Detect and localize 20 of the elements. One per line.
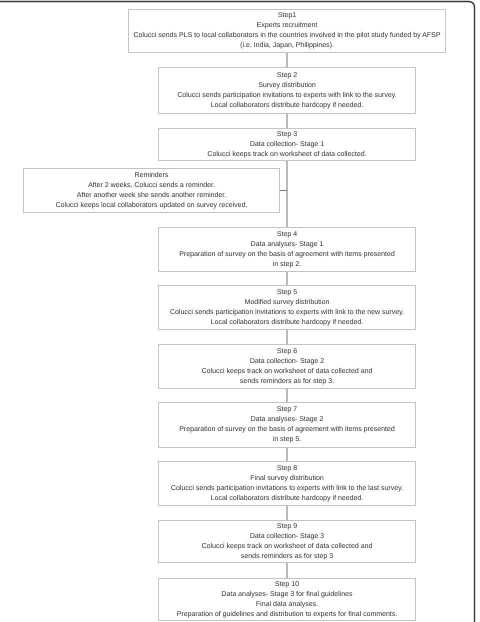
process-box (158, 402, 416, 448)
process-box (158, 520, 416, 563)
process-box (158, 128, 416, 161)
connector-line (286, 272, 288, 286)
process-box (158, 461, 416, 506)
process-box (128, 9, 446, 53)
connector-line (286, 448, 288, 462)
process-box (158, 344, 416, 389)
connector-line (286, 506, 288, 520)
connector-line (286, 562, 288, 578)
connector-line (286, 114, 288, 128)
connector-line (286, 160, 288, 228)
note-box (23, 168, 280, 213)
process-box (158, 285, 416, 330)
process-box (158, 67, 416, 114)
connector-line (286, 330, 288, 344)
connector-line (286, 388, 288, 402)
process-box (158, 227, 416, 272)
process-box (158, 578, 416, 621)
connector-line (286, 52, 288, 68)
